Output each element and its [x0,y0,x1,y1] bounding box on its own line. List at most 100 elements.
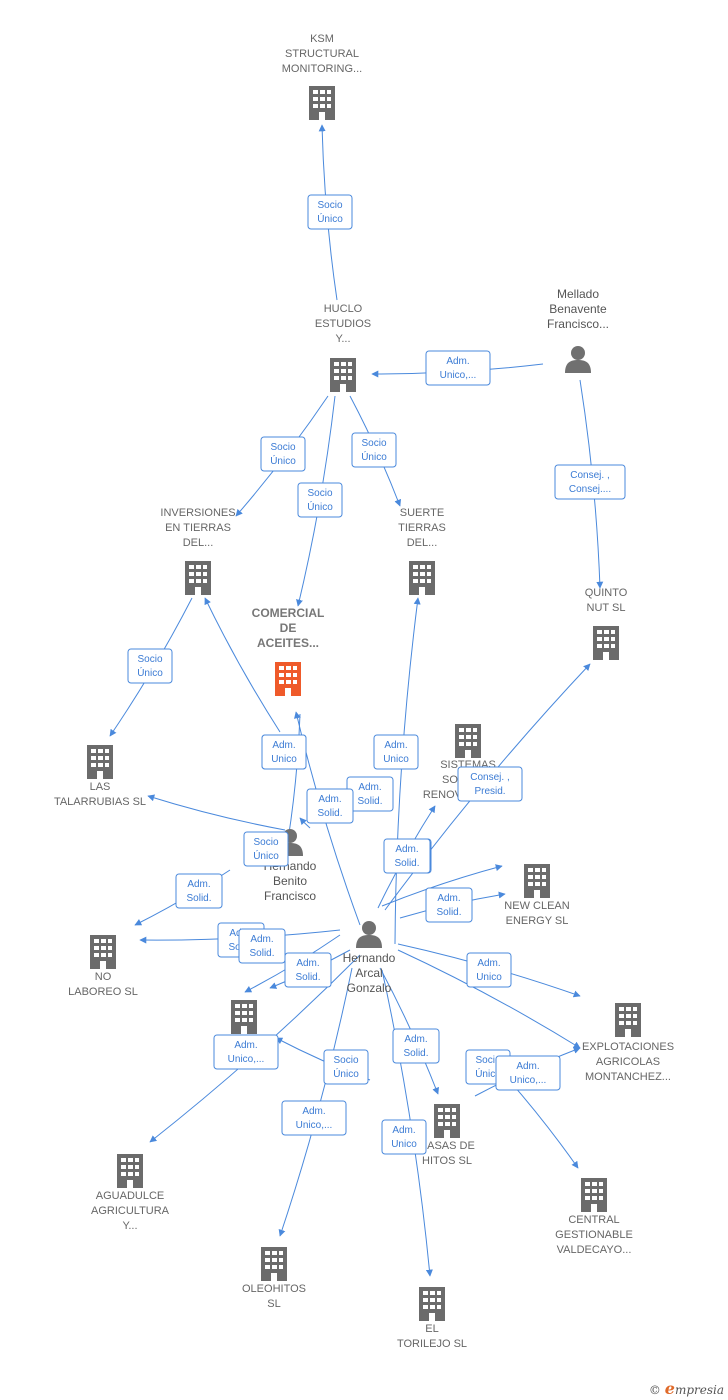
relation-badge-box[interactable] [425,350,491,386]
relation-badge-box[interactable] [466,952,512,988]
relation-badge[interactable]: Consej. ,Presid. [457,766,523,802]
building-icon[interactable] [330,358,356,392]
relation-badge-box[interactable] [281,1100,347,1136]
node-label: COMERCIAL [252,606,325,620]
building-icon[interactable] [185,561,211,595]
relation-badge[interactable]: Adm.Unico,... [213,1034,279,1070]
building-icon[interactable] [593,626,619,660]
node-label: VALDECAYO... [557,1244,632,1256]
node-suerte[interactable]: SUERTETIERRASDEL... [398,507,446,595]
relation-badge-box[interactable] [392,1028,440,1064]
relation-badge-box[interactable] [381,1119,427,1155]
relation-badge-box[interactable] [495,1055,561,1091]
relation-badge-box[interactable] [425,887,473,923]
node-ksm[interactable]: KSMSTRUCTURALMONITORING... [282,33,362,120]
relation-badge-box[interactable] [238,928,286,964]
node-explotaciones[interactable]: EXPLOTACIONESAGRICOLASMONTANCHEZ... [582,1003,674,1083]
building-icon[interactable] [231,1000,257,1034]
relation-badge[interactable]: Adm.Solid. [238,928,286,964]
relation-label: Único [307,500,333,513]
relation-badge-box[interactable] [260,436,306,472]
relation-badge[interactable]: Adm.Solid. [346,776,394,812]
relation-badge[interactable]: Adm.Unico,... [425,350,491,386]
relation-badge[interactable]: Adm.Unico [466,952,512,988]
relation-badge-box[interactable] [297,482,343,518]
building-icon[interactable] [434,1104,460,1138]
relation-badge[interactable]: Adm.Unico [381,1119,427,1155]
relation-badge-box[interactable] [306,788,354,824]
building-icon[interactable] [87,745,113,779]
relationship-edge [299,817,311,829]
relation-badge-box[interactable] [243,831,289,867]
relation-badge-box[interactable] [554,464,626,500]
relation-label: Unico [476,972,502,983]
node-huclo[interactable]: HUCLOESTUDIOSY... [315,303,371,392]
building-icon[interactable] [261,1247,287,1281]
node-mellado[interactable]: MelladoBenaventeFrancisco... [547,287,609,373]
relation-badge[interactable]: Adm.Solid. [392,1028,440,1064]
node-central[interactable]: CENTRALGESTIONABLEVALDECAYO... [555,1178,633,1256]
relation-badge[interactable]: Adm.Solid. [284,952,332,988]
relation-badge-box[interactable] [284,952,332,988]
building-icon[interactable] [581,1178,607,1212]
relation-badge-box[interactable] [307,194,353,230]
relation-badge-box[interactable] [373,734,419,770]
relation-badge[interactable]: Consej. ,Consej.... [554,464,626,500]
relation-badge[interactable]: Adm.Solid. [425,887,473,923]
node-label: MONITORING... [282,63,362,75]
node-label: SL [267,1298,280,1310]
node-label: AGRICULTURA [91,1205,170,1217]
relation-badge-box[interactable] [127,648,173,684]
relation-badge[interactable]: Adm.Unico,... [495,1055,561,1091]
building-icon[interactable] [309,86,335,120]
relation-badge-box[interactable] [323,1049,369,1085]
relation-label: Adm. [358,782,381,793]
relation-badge-box[interactable] [383,838,431,874]
copyright-icon: © [648,1383,661,1397]
relation-badge[interactable]: Adm.Solid. [175,873,223,909]
node-label: Arcal [355,966,382,980]
building-icon[interactable] [615,1003,641,1037]
relation-badge-box[interactable] [213,1034,279,1070]
person-icon[interactable] [565,346,591,373]
relation-badge-box[interactable] [457,766,523,802]
node-comercial[interactable]: COMERCIALDEACEITES... [252,606,325,696]
building-icon[interactable] [524,864,550,898]
relation-badge[interactable]: Adm.Unico [373,734,419,770]
relation-badge[interactable]: Adm.Solid. [383,838,431,874]
relation-label: Unico,... [296,1120,333,1131]
relation-badge[interactable]: Adm.Unico [261,734,307,770]
relation-badge-box[interactable] [261,734,307,770]
building-icon[interactable] [455,724,481,758]
building-icon[interactable] [419,1287,445,1321]
relation-badge-box[interactable] [175,873,223,909]
person-icon[interactable] [356,921,382,948]
building-icon[interactable] [275,662,301,696]
relation-badge[interactable]: Adm.Unico,... [281,1100,347,1136]
building-icon[interactable] [117,1154,143,1188]
building-icon[interactable] [409,561,435,595]
relation-label: Adm. [296,958,319,969]
relation-badge-box[interactable] [351,432,397,468]
node-label: ENERGY SL [506,915,569,927]
building-icon[interactable] [90,935,116,969]
relation-badge[interactable]: Adm.Solid. [306,788,354,824]
node-aguadulce[interactable]: AGUADULCEAGRICULTURAY... [91,1154,170,1232]
